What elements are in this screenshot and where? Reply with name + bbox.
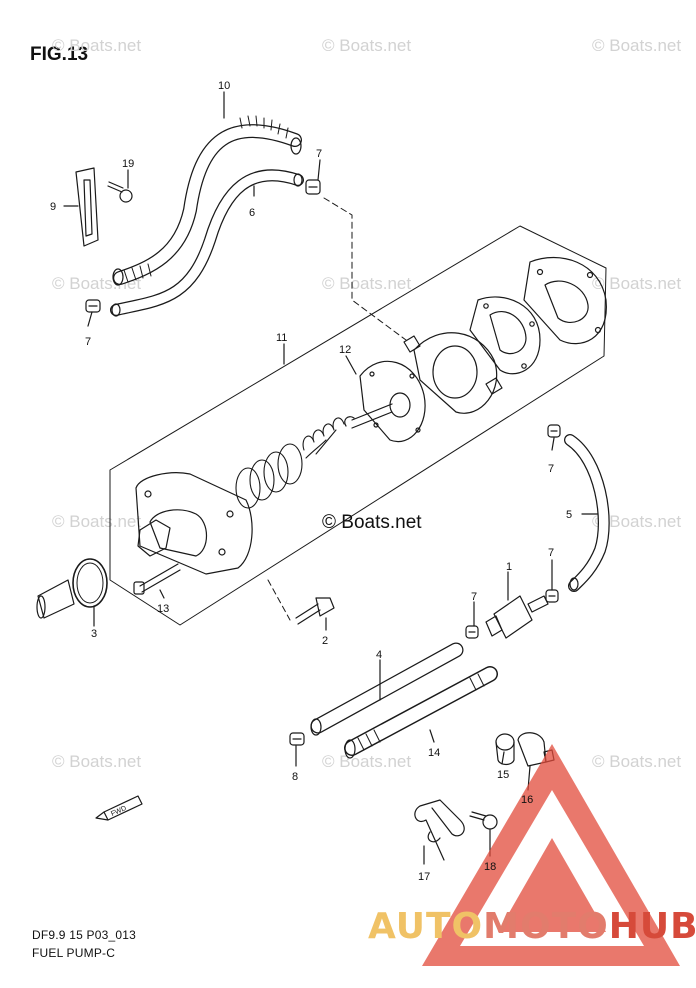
watermark: © Boats.net	[52, 752, 142, 771]
screw-19	[107, 181, 133, 203]
exploded-view-outline	[109, 225, 607, 626]
figure-name: FUEL PUMP-C	[32, 946, 116, 960]
brand-part: MOTO	[483, 906, 609, 947]
callout-number: 19	[122, 158, 134, 170]
watermark: © Boats.net	[52, 512, 142, 531]
callout-number: 17	[418, 871, 430, 883]
grommet-15	[495, 733, 515, 766]
spring-small	[302, 417, 345, 459]
fwd-label: FWD	[110, 805, 127, 818]
brand-part: AUTO	[368, 906, 484, 947]
callout-number: 7	[85, 336, 91, 348]
bracket-9	[75, 167, 99, 247]
hose-6	[110, 169, 304, 317]
watermark: © Boats.net	[52, 36, 142, 55]
brand-triangle-logo	[422, 744, 680, 966]
hose-10	[112, 115, 302, 286]
hose-4	[310, 642, 464, 736]
clip-8	[289, 732, 305, 746]
callout-number: 7	[548, 463, 554, 475]
watermark: © Boats.net	[592, 512, 682, 531]
callout-number: 8	[292, 771, 298, 783]
callout-number: 16	[521, 794, 533, 806]
watermark-center: © Boats.net	[322, 512, 422, 533]
watermark: © Boats.net	[592, 274, 682, 293]
callout-number: 7	[316, 148, 322, 160]
figure-code: DF9.9 15 P03_013	[32, 928, 136, 942]
bolt-2	[295, 597, 335, 625]
pump-housing	[135, 472, 253, 575]
callout-number: 7	[471, 591, 477, 603]
part-callouts: 10 19 7 9 6 7 11 12 7 5 7 1 7 3 13 2 4 1…	[50, 80, 572, 883]
bolt-13	[133, 563, 181, 595]
callout-number: 2	[322, 635, 328, 647]
hose-5	[564, 434, 610, 592]
brand-part: HUB	[608, 906, 696, 947]
clip-7-left	[85, 299, 101, 313]
watermark: © Boats.net	[592, 752, 682, 771]
wire-clip-17	[414, 799, 465, 861]
watermark: © Boats.net	[322, 274, 412, 293]
filter-3	[36, 579, 75, 619]
pump-body-middle	[403, 332, 503, 414]
pump-gasket	[469, 296, 541, 375]
callout-number: 4	[376, 649, 382, 661]
spring-large	[235, 443, 303, 509]
pump-plate-outer	[523, 256, 607, 345]
callout-number: 18	[484, 861, 496, 873]
fuel-filter-1	[485, 595, 549, 639]
callout-number: 7	[548, 547, 554, 559]
callout-number: 1	[506, 561, 512, 573]
brand-wordmark: AUTOMOTOHUB	[368, 906, 696, 947]
callout-number: 3	[91, 628, 97, 640]
clip-7-top	[305, 179, 321, 195]
callout-number: 6	[249, 207, 255, 219]
callout-number: 14	[428, 747, 440, 759]
callout-number: 11	[276, 332, 287, 344]
watermark: © Boats.net	[322, 36, 412, 55]
screw-18	[469, 811, 498, 830]
clip-7-low	[465, 625, 479, 639]
diaphragm-12	[344, 360, 426, 443]
clip-7-right	[547, 424, 561, 438]
callout-number: 13	[157, 603, 169, 615]
o-ring-3	[72, 558, 108, 608]
figure-title: FIG.13	[30, 44, 89, 65]
clip-7-mid	[545, 589, 559, 603]
watermark: © Boats.net	[322, 752, 412, 771]
callout-number: 10	[218, 80, 230, 92]
hose-14	[344, 666, 498, 759]
callout-number: 5	[566, 509, 572, 521]
callout-number: 12	[339, 344, 351, 356]
callout-number: 9	[50, 201, 56, 213]
callout-number: 15	[497, 769, 509, 781]
fwd-arrow	[95, 795, 143, 821]
watermark: © Boats.net	[592, 36, 682, 55]
